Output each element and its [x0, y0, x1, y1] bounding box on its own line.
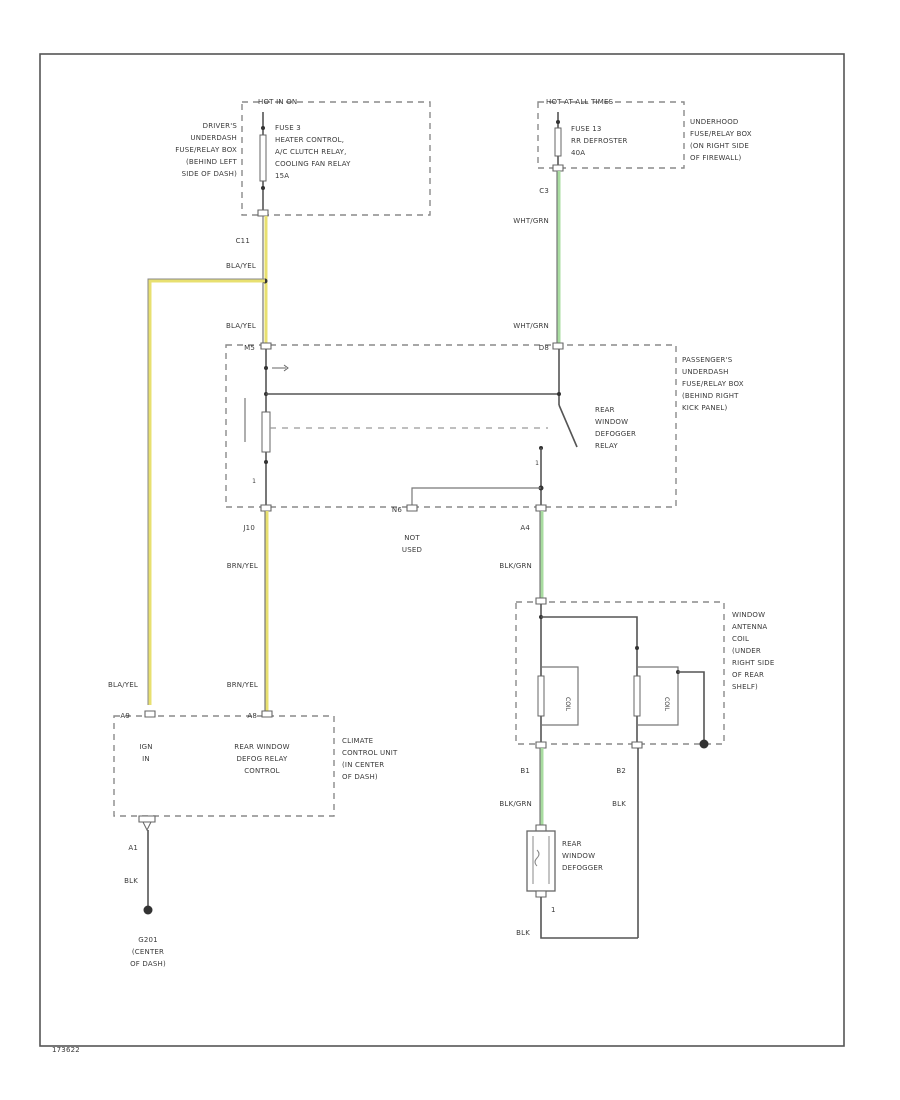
pin-j10: J10 [242, 524, 255, 532]
relay-box-loc-3: FUSE/RELAY BOX [682, 380, 744, 388]
connector-c11-label: C11 [236, 237, 250, 245]
coil-loc-1: WINDOW [732, 611, 765, 619]
connector-c11 [257, 209, 269, 217]
relay-switch-contact [558, 404, 578, 448]
relay-box-loc-2: UNDERDASH [682, 368, 729, 376]
relay-box-loc-4: (BEHIND RIGHT [682, 392, 739, 400]
wire-label-blk-grn-mid: BLK/GRN [499, 562, 532, 570]
not-used-line-2: USED [402, 546, 422, 554]
right-box-loc-3: (ON RIGHT SIDE [690, 142, 749, 150]
pin-n6: N6 [392, 506, 402, 514]
relay-box-loc-1: PASSENGER'S [682, 356, 733, 364]
climate-pin-a8: A8 [247, 712, 257, 720]
driver-fuse-box [241, 101, 431, 216]
defogger-line-2: WINDOW [562, 852, 595, 860]
underhood-fuse-box [537, 101, 685, 169]
wire-label-bla-yel-mid: BLA/YEL [226, 322, 256, 330]
svg-text:COIL: COIL [663, 697, 670, 712]
left-box-loc-5: SIDE OF DASH) [182, 170, 237, 178]
coil-left [541, 666, 579, 726]
coil-loc-2: ANTENNA [732, 623, 767, 631]
ground-g201-symbol [143, 905, 153, 915]
climate-center-line-3: CONTROL [244, 767, 280, 775]
climate-ground-pin: A1 [128, 844, 138, 852]
coil-loc-4: (UNDER [732, 647, 761, 655]
right-box-loc-4: OF FIREWALL) [690, 154, 741, 162]
defogger-pin: 1 [551, 906, 556, 914]
diagram-frame [39, 53, 845, 1047]
climate-loc-3: (IN CENTER [342, 761, 384, 769]
left-box-loc-1: DRIVER'S [203, 122, 238, 130]
left-fuse-line-2: HEATER CONTROL, [275, 136, 344, 144]
ground-loc-2: OF DASH) [130, 960, 166, 968]
relay-line-4: RELAY [595, 442, 618, 450]
connector-c3-label: C3 [539, 187, 549, 195]
left-fuse-line-5: 15A [275, 172, 289, 180]
defogger-line-3: DEFOGGER [562, 864, 603, 872]
coil-right [637, 666, 679, 726]
ground-name: G201 [138, 936, 158, 944]
svg-text:COIL: COIL [564, 697, 571, 712]
right-box-loc-1: UNDERHOOD [690, 118, 739, 126]
relay-line-1: REAR [595, 406, 615, 414]
left-fuse-line-4: COOLING FAN RELAY [275, 160, 351, 168]
footer-ref: 173622 [52, 1046, 80, 1054]
pin-b2: B2 [616, 767, 626, 775]
right-fuse-line-3: 40A [571, 149, 585, 157]
left-box-loc-2: UNDERDASH [190, 134, 237, 142]
left-fuse-line-1: FUSE 3 [275, 124, 301, 132]
left-power-label: HOT IN ON [258, 98, 297, 106]
wire-label-brn-yel-mid: BRN/YEL [227, 562, 258, 570]
rear-window-defogger-element [526, 830, 556, 892]
right-box-loc-2: FUSE/RELAY BOX [690, 130, 752, 138]
defogger-line-1: REAR [562, 840, 582, 848]
passenger-fuse-relay-box [225, 344, 677, 508]
pin-a4: A4 [520, 524, 530, 532]
climate-loc-2: CONTROL UNIT [342, 749, 398, 757]
left-fuse-line-3: A/C CLUTCH RELAY, [275, 148, 347, 156]
relay-box-loc-5: KICK PANEL) [682, 404, 727, 412]
wire-label-blk-bottom: BLK [516, 929, 530, 937]
climate-loc-1: CLIMATE [342, 737, 373, 745]
right-fuse-line-1: FUSE 13 [571, 125, 602, 133]
climate-center-line-2: DEFOG RELAY [236, 755, 288, 763]
pin-b1: B1 [520, 767, 530, 775]
wire-label-bla-yel-top: BLA/YEL [226, 262, 256, 270]
relay-line-2: WINDOW [595, 418, 628, 426]
wire-label-brn-yel-low: BRN/YEL [227, 681, 258, 689]
left-box-loc-3: FUSE/RELAY BOX [175, 146, 237, 154]
wire-label-blk-left: BLK [124, 877, 138, 885]
coil-loc-7: SHELF) [732, 683, 758, 691]
right-fuse-line-2: RR DEFROSTER [571, 137, 628, 145]
wire-label-blk-grn-low: BLK/GRN [499, 800, 532, 808]
wire-bla-yel-branch [148, 279, 265, 705]
relay-pin-label-left: 1 [252, 478, 256, 485]
climate-center-line-1: REAR WINDOW [234, 743, 289, 751]
relay-line-3: DEFOGGER [595, 430, 636, 438]
wire-label-blk-right: BLK [612, 800, 626, 808]
svg-text:1: 1 [535, 460, 539, 467]
left-box-loc-4: (BEHIND LEFT [186, 158, 238, 166]
coil-loc-3: COIL [732, 635, 749, 643]
coil-loc-6: OF REAR [732, 671, 764, 679]
climate-control-unit-box [113, 715, 335, 817]
ground-node-coil [699, 739, 709, 749]
climate-left-line-1: IGN [139, 743, 152, 751]
wire-label-wht-grn-mid: WHT/GRN [513, 322, 549, 330]
connector-c3 [552, 164, 564, 172]
ground-loc-1: (CENTER [132, 948, 164, 956]
window-antenna-coil-box [515, 601, 725, 745]
climate-loc-4: OF DASH) [342, 773, 378, 781]
climate-pin-a9: A9 [120, 712, 130, 720]
wire-label-bla-yel-low: BLA/YEL [108, 681, 138, 689]
wire-label-wht-grn-top: WHT/GRN [513, 217, 549, 225]
pin-d8: D8 [539, 344, 549, 352]
climate-left-line-2: IN [142, 755, 150, 763]
coil-loc-5: RIGHT SIDE [732, 659, 774, 667]
not-used-line-1: NOT [404, 534, 420, 542]
right-power-label: HOT AT ALL TIMES [546, 98, 614, 106]
pin-m5: M5 [244, 344, 255, 352]
not-used-branch [411, 487, 541, 505]
